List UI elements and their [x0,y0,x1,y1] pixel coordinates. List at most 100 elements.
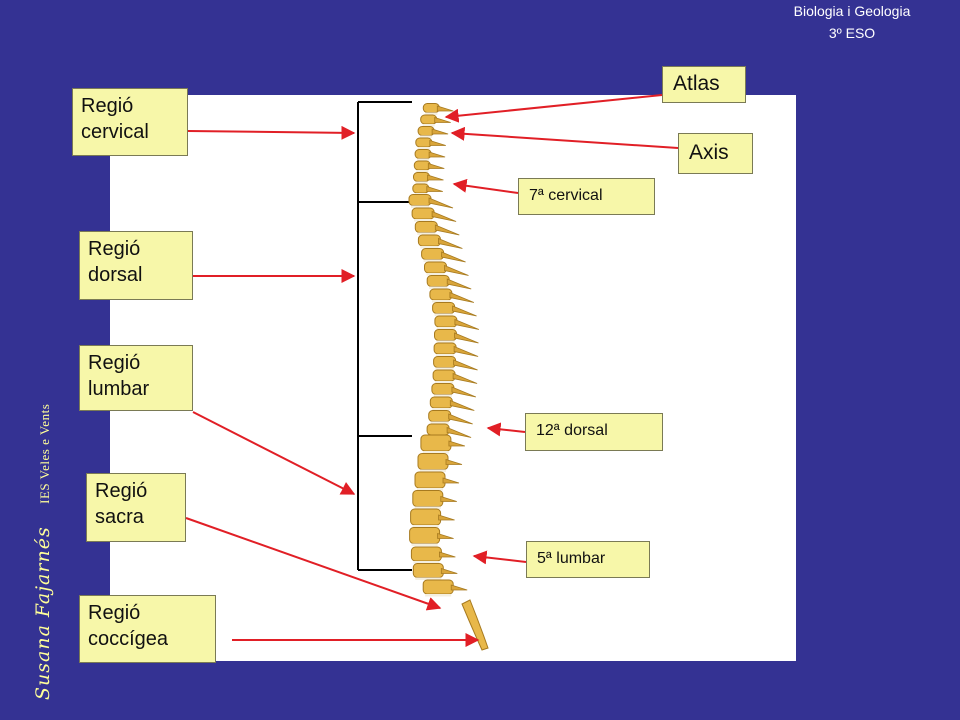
spinous-process [428,197,454,209]
spinous-process [453,359,478,371]
spinous-process [440,495,457,502]
label-regio-coccigea: Regió coccígea [79,595,216,663]
spinous-process [438,237,463,249]
label-5a-lumbar: 5ª lumbar [526,541,650,578]
intervertebral-disc [425,112,438,115]
vertebra [426,275,450,287]
vertebra [414,471,446,489]
intervertebral-disc [422,451,449,454]
label-7a-cervical: 7ª cervical [518,178,655,215]
intervertebral-disc [436,354,455,357]
intervertebral-disc [429,286,448,289]
spinous-process [449,399,475,411]
spinous-process [434,224,460,236]
vertebra [420,434,452,452]
intervertebral-disc [431,300,450,303]
spinous-process [441,251,466,263]
intervertebral-disc [423,259,442,262]
spinous-process [436,105,454,112]
spinous-process [451,386,477,398]
spinous-process [452,372,478,384]
label-regio-sacra: Regió sacra [86,473,186,542]
label-regio-dorsal: Regió dorsal [79,231,193,300]
vertebra [424,261,447,274]
spinous-process [448,413,473,425]
spinous-process [444,264,469,276]
intervertebral-disc [417,147,430,150]
intervertebral-disc [414,506,441,509]
arrow-atlas [444,94,663,123]
vertebra [428,410,452,422]
spinous-process [439,551,456,558]
spinous-process [453,345,479,357]
vertebra [434,329,457,341]
spinous-process [454,318,480,330]
spinous-process [431,210,457,222]
intervertebral-disc [432,408,451,411]
intervertebral-disc [434,313,453,316]
vertebra [417,453,449,470]
spinous-process [429,139,446,146]
vertebra [429,396,453,409]
spinous-process [427,162,445,169]
intervertebral-disc [436,327,455,330]
spinous-process [428,151,446,158]
vertebra [426,423,450,436]
intervertebral-disc [426,273,445,276]
region-bracket [357,101,412,571]
intervertebral-disc [435,367,454,370]
intervertebral-disc [417,232,436,235]
vertebra [408,194,432,206]
arrow-axis [450,126,679,149]
intervertebral-disc [411,205,429,208]
intervertebral-disc [415,577,442,580]
spine-illustration [408,103,489,651]
label-regio-lumbar: Regió lumbar [79,345,193,411]
spinous-process [448,440,466,447]
intervertebral-disc [416,170,429,173]
vertebra [411,207,435,220]
vertebra [410,546,442,562]
intervertebral-disc [413,561,440,564]
spinous-process [437,532,454,539]
intervertebral-disc [420,135,433,138]
spinous-process [446,278,472,290]
vertebra [433,356,457,368]
vertebra [422,579,454,595]
vertebra [412,563,444,578]
intervertebral-disc [414,219,433,222]
spinous-process [434,116,451,123]
arrow-cervical7 [452,178,519,194]
intervertebral-disc [436,340,455,343]
label-atlas: Atlas [662,66,746,103]
label-regio-cervical: Regió cervical [72,88,188,156]
intervertebral-disc [411,543,438,546]
vertebra [434,315,458,328]
spinous-process [426,185,443,192]
header: Biologia i Geologia 3º ESO [762,0,942,44]
vertebra [432,369,456,382]
intervertebral-disc [417,158,430,161]
intervertebral-disc [417,488,443,491]
vertebra [410,508,442,526]
intervertebral-disc [415,181,428,184]
course-level: 3º ESO [828,25,876,41]
vertebra [417,234,441,247]
label-axis: Axis [678,133,753,174]
spinous-process [431,128,449,135]
vertebra [409,527,441,544]
vertebra [412,490,444,507]
vertebra [414,221,438,233]
intervertebral-disc [425,594,452,597]
vertebra [431,383,455,395]
spinous-process [452,305,477,317]
vertebra [429,288,453,301]
intervertebral-disc [420,246,439,249]
spinous-process [446,426,472,438]
vertebra [421,248,445,260]
spinous-process [449,291,475,303]
intervertebral-disc [435,381,454,384]
spinous-process [442,477,460,484]
arrow-lumbar5 [472,550,527,565]
